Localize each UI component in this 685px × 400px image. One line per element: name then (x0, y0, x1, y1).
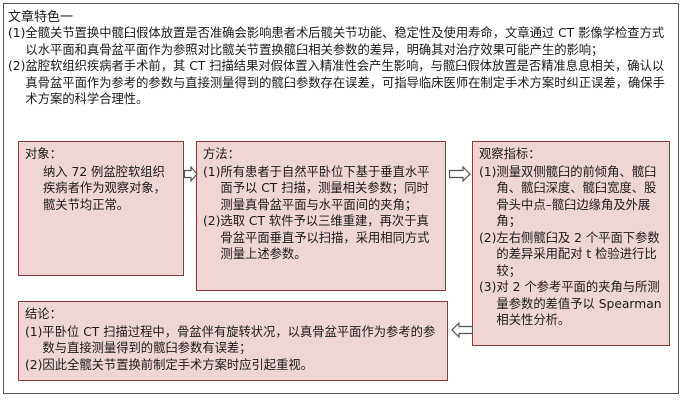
arrow-observation-to-conclusion-icon (451, 322, 473, 338)
observation-item-number: (3) (479, 280, 497, 294)
intro-item-text: 全髋关节置换中髋臼假体放置是否准确会影响患者术后髋关节功能、稳定性及使用寿命，文… (25, 26, 665, 57)
observation-item-number: (2) (479, 230, 497, 245)
conclusion-item-text: 平卧位 CT 扫描过程中，骨盆伴有旋转状况，以真骨盆平面作为参考的参数与直接测量… (42, 324, 436, 356)
arrow-method-to-observation-icon (449, 166, 471, 182)
method-item-number: (1) (203, 164, 221, 179)
conclusion-item-number: (1) (25, 324, 43, 339)
observation-item: (3) 对 2 个参考平面的夹角与所测量参数的差值予以 Spearman 相关性… (479, 279, 663, 329)
method-item-number: (2) (203, 214, 221, 228)
object-body: 纳入 72 例盆腔软组织疾病者作为观察对象，髋关节均正常。 (43, 164, 166, 212)
conclusion-item: (2) 因此全髋关节置换前制定手术方案时应引起重视。 (25, 357, 441, 374)
observation-box: 观察指标： (1) 测量双侧髋臼的前倾角、髋臼角、髋臼深度、髋臼宽度、股骨头中点… (472, 141, 670, 346)
intro-item: (1) 全髋关节置换中髋臼假体放置是否准确会影响患者术后髋关节功能、稳定性及使用… (8, 25, 673, 58)
observation-item-number: (1) (479, 164, 497, 179)
method-item-text: 选取 CT 软件予以三维重建，再次于真骨盆平面垂直予以扫描，采用相同方式测量上述… (220, 214, 430, 261)
observation-item-text: 对 2 个参考平面的夹角与所测量参数的差值予以 Spearman 相关性分析。 (496, 280, 662, 327)
object-heading: 对象： (25, 147, 62, 161)
intro-text: (1) 全髋关节置换中髋臼假体放置是否准确会影响患者术后髋关节功能、稳定性及使用… (8, 25, 673, 108)
observation-item: (1) 测量双侧髋臼的前倾角、髋臼角、髋臼深度、髋臼宽度、股骨头中点–髋臼边缘角… (479, 164, 663, 230)
section-title: 文章特色一 (8, 10, 74, 25)
observation-item-text: 测量双侧髋臼的前倾角、髋臼角、髋臼深度、髋臼宽度、股骨头中点–髋臼边缘角及外展角… (496, 164, 657, 229)
intro-item: (2) 盆腔软组织疾病者手术前，其 CT 扫描结果对假体置入精准性会产生影响，与… (8, 58, 673, 108)
intro-item-number: (1) (8, 26, 26, 40)
method-heading: 方法： (203, 147, 240, 161)
arrow-object-to-method-icon (184, 166, 198, 182)
outer-frame (3, 3, 679, 394)
conclusion-heading: 结论： (25, 307, 62, 321)
conclusion-box: 结论： (1) 平卧位 CT 扫描过程中，骨盆伴有旋转状况，以真骨盆平面作为参考… (18, 301, 448, 381)
intro-item-number: (2) (8, 59, 26, 73)
observation-item-text: 左右侧髋臼及 2 个平面下参数的差异采用配对 t 检验进行比较； (496, 230, 660, 278)
observation-item: (2) 左右侧髋臼及 2 个平面下参数的差异采用配对 t 检验进行比较； (479, 230, 663, 280)
object-box: 对象： 纳入 72 例盆腔软组织疾病者作为观察对象，髋关节均正常。 (18, 141, 184, 276)
conclusion-item-number: (2) (25, 357, 43, 372)
method-item: (2) 选取 CT 软件予以三维重建，再次于真骨盆平面垂直予以扫描，采用相同方式… (203, 213, 439, 263)
method-item: (1) 所有患者于自然平卧位下基于垂直水平面予以 CT 扫描，测量相关参数；同时… (203, 164, 439, 214)
conclusion-item: (1) 平卧位 CT 扫描过程中，骨盆伴有旋转状况，以真骨盆平面作为参考的参数与… (25, 324, 441, 357)
intro-item-text: 盆腔软组织疾病者手术前，其 CT 扫描结果对假体置入精准性会产生影响，与髋臼假体… (25, 59, 665, 106)
method-item-text: 所有患者于自然平卧位下基于垂直水平面予以 CT 扫描，测量相关参数；同时测量真骨… (220, 164, 430, 212)
conclusion-item-text: 因此全髋关节置换前制定手术方案时应引起重视。 (42, 357, 313, 372)
observation-heading: 观察指标： (479, 147, 541, 161)
method-box: 方法： (1) 所有患者于自然平卧位下基于垂直水平面予以 CT 扫描，测量相关参… (196, 141, 446, 291)
